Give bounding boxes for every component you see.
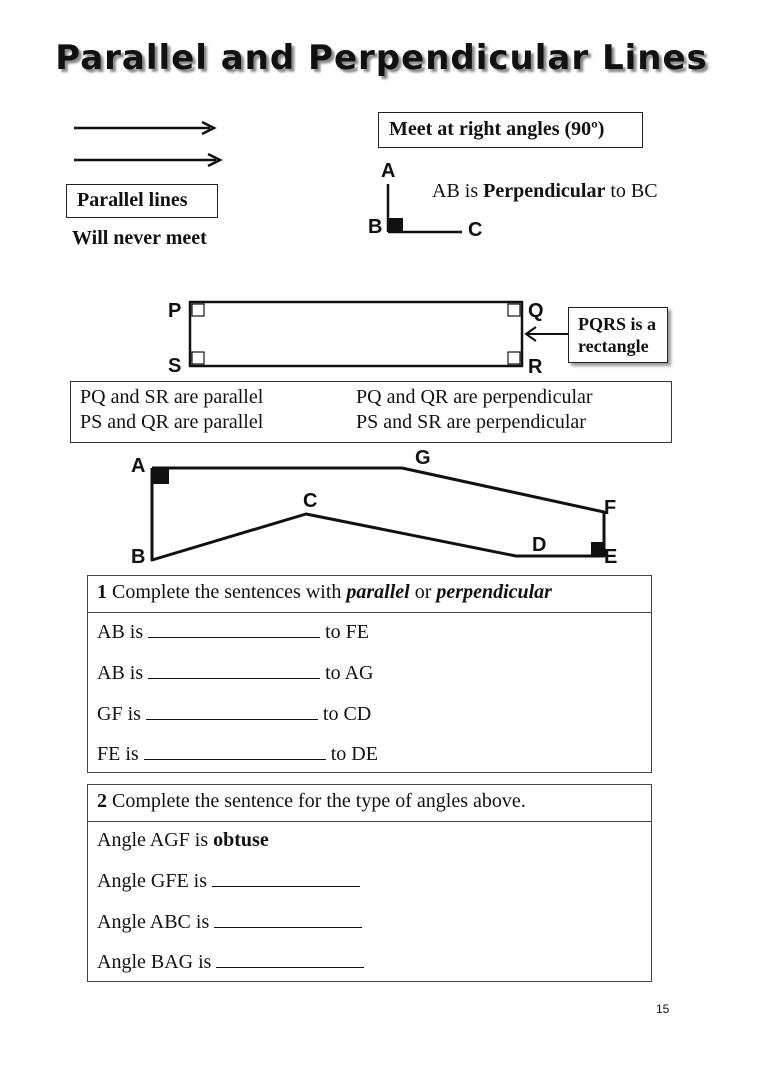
exercise-1-line-1: AB is to FE [97, 621, 369, 644]
answer-blank-4[interactable] [143, 743, 326, 760]
exercise-2-instruction: 2 Complete the sentence for the type of … [88, 785, 651, 822]
shape-point-g: G [415, 447, 431, 469]
page-number: 15 [656, 1002, 670, 1016]
shape-point-a: A [131, 455, 146, 477]
exercise-2-example: Angle AGF is obtuse [97, 829, 269, 852]
fact-1: PQ and SR are parallel [80, 386, 264, 408]
statement-suffix: to BC [605, 180, 658, 202]
line-prefix: Angle ABC is [97, 911, 215, 933]
exercise-1-box: 1 Complete the sentences with parallel o… [87, 575, 652, 773]
line-suffix: to DE [325, 743, 378, 765]
angle-blank-1[interactable] [212, 870, 360, 887]
answer-blank-2[interactable] [148, 662, 321, 679]
rectangle-facts-box: PQ and SR are parallel PS and QR are par… [70, 381, 672, 443]
angle-blank-2[interactable] [214, 911, 363, 928]
point-c-label: C [468, 219, 483, 241]
shape-point-d: D [532, 534, 547, 556]
exercise-2-box: 2 Complete the sentence for the type of … [87, 784, 652, 982]
exercise-1-instruction: 1 Complete the sentences with parallel o… [88, 576, 651, 613]
angle-blank-3[interactable] [216, 951, 365, 968]
statement-bold: Perpendicular [483, 180, 606, 202]
rect-point-q: Q [528, 300, 544, 322]
exercise-2-line-2: Angle ABC is [97, 911, 363, 934]
exercise-2-number: 2 [97, 790, 107, 812]
exercise-2-line-1: Angle GFE is [97, 870, 360, 893]
exercise-2-text: Complete the sentence for the type of an… [107, 790, 526, 812]
point-a-label: A [381, 160, 396, 182]
rect-point-s: S [168, 355, 182, 377]
fact-2: PS and QR are parallel [80, 411, 264, 433]
word-parallel: parallel [346, 581, 410, 603]
exercise-1-number: 1 [97, 581, 107, 603]
example-prefix: Angle AGF is [97, 829, 214, 851]
parallel-lines-label: Parallel lines [66, 184, 218, 218]
line-suffix: to AG [320, 662, 374, 684]
fact-3: PQ and QR are perpendicular [356, 386, 593, 408]
fact-4: PS and SR are perpendicular [356, 411, 586, 433]
perpendicular-statement: AB is Perpendicular to BC [432, 180, 658, 203]
exercise-1-line-4: FE is to DE [97, 743, 378, 766]
shape-point-f: F [604, 497, 617, 519]
line-prefix: Angle GFE is [97, 870, 212, 892]
shape-point-e: E [604, 546, 618, 568]
line-suffix: to FE [320, 621, 370, 643]
line-prefix: Angle BAG is [97, 951, 217, 973]
word-or: or [409, 581, 437, 603]
exercise-2-line-3: Angle BAG is [97, 951, 365, 974]
rectangle-figure [188, 300, 572, 368]
exercise-1-line-2: AB is to AG [97, 662, 373, 685]
parallel-note: Will never meet [72, 227, 207, 249]
point-b-label: B [368, 216, 383, 238]
shape-point-b: B [131, 546, 146, 568]
shape-point-c: C [303, 490, 318, 512]
right-angles-label: Meet at right angles (90º) [378, 112, 643, 148]
line-prefix: AB is [97, 662, 149, 684]
rect-point-p: P [168, 300, 182, 322]
answer-blank-3[interactable] [145, 703, 318, 720]
line-suffix: to CD [317, 703, 372, 725]
line-prefix: AB is [97, 621, 149, 643]
example-answer: obtuse [213, 829, 269, 851]
polygon-figure [150, 466, 606, 562]
rectangle-callout: PQRS is a rectangle [568, 307, 668, 363]
parallel-arrows-figure [74, 120, 223, 168]
statement-prefix: AB is [432, 180, 484, 202]
exercise-1-text: Complete the sentences with [107, 581, 347, 603]
answer-blank-1[interactable] [148, 621, 321, 638]
exercise-1-line-3: GF is to CD [97, 703, 371, 726]
rect-point-r: R [528, 356, 543, 378]
line-prefix: GF is [97, 703, 146, 725]
word-perpendicular: perpendicular [436, 581, 552, 603]
line-prefix: FE is [97, 743, 144, 765]
right-angle-figure [386, 184, 462, 234]
page-title: Parallel and Perpendicular Lines [55, 38, 708, 78]
